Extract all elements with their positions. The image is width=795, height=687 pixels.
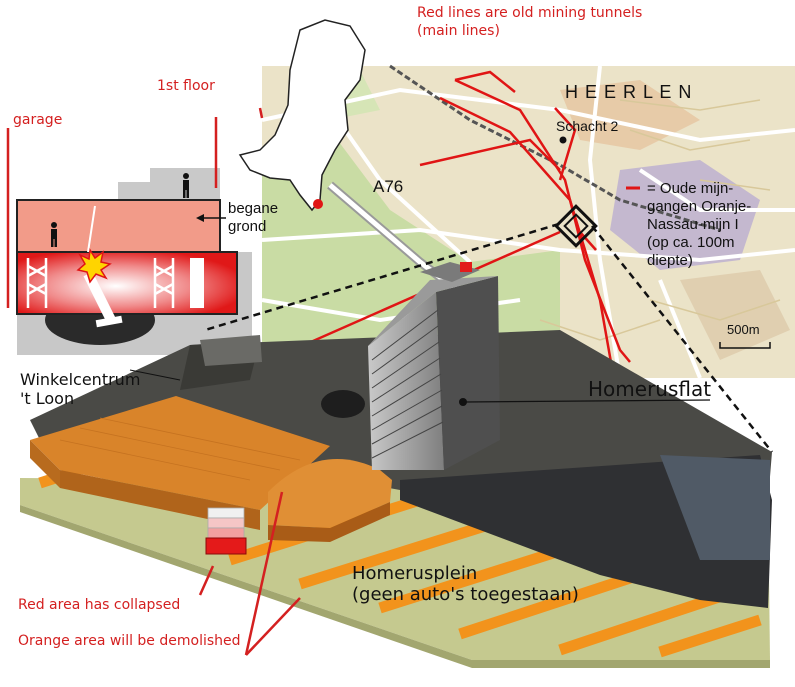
annotation-tunnels: Red lines are old mining tunnels [417,5,643,21]
ground-arrow-head [196,214,204,222]
tower-top [368,276,498,346]
map-legend-line: diepte) [647,252,693,269]
map-shaft-label: Schacht 2 [556,118,619,134]
zoom-line-right [591,225,773,453]
annotation-demolished: Orange area will be demolished [18,633,241,649]
shaft-marker [559,136,567,144]
collapsed-level [207,517,245,529]
annotation-tunnels-sub: (main lines) [417,23,500,39]
square-label-line: (geen auto's toegestaan) [352,584,579,605]
mall-roof-block [200,335,262,366]
tower-left-face [368,292,444,470]
mall-label-line: Winkelcentrum [20,370,141,389]
annotation-garage: garage [13,112,63,128]
explosion-icon [76,247,112,284]
map-streets [539,99,781,341]
person-icon [183,173,189,198]
person-icon [51,222,57,247]
netherlands-inset [238,19,366,212]
map-city-label: H E E R L E N [565,82,693,102]
heerlen-dot [313,199,323,209]
netherlands-outline [238,19,366,212]
cross-section [16,168,773,453]
section-ground-floor [16,199,221,253]
collapsed-level [207,527,245,539]
square-label-line: Homerusplein [352,563,478,584]
map-scale-label: 500m [727,322,760,337]
demolish-texture [59,417,301,481]
demolish-wall [30,440,60,488]
flat-leader-dot [459,398,467,406]
mall-blue-section [660,455,770,560]
collapsed-red-box [205,537,247,555]
annotation-lines [6,107,301,656]
map-urban-purple [610,160,760,270]
demolish-round-wing [268,459,392,528]
collapsed-area [205,507,247,555]
demolish-round-wall [268,502,390,542]
section-pillar [190,258,204,308]
section-ground-line: grond [228,218,267,235]
map-road-label: A76 [373,177,404,196]
flat-label: Homerusflat [588,377,712,401]
homerusflat-tower [368,262,500,470]
demolition-area [30,396,392,542]
location-diamond [554,204,598,248]
collapsed-pillar-foot [95,315,123,328]
site-3d [20,262,772,668]
map-legend-line: gangen Oranje- [647,198,752,215]
railway [389,64,721,232]
annotation-first-floor: 1st floor [157,78,215,94]
section-ground-line: begane [228,200,279,217]
square-label: Homerusplein (geen auto's toegestaan) [352,563,579,605]
section-ground-label: begane grond [228,200,278,236]
scale-bar [719,342,771,349]
section-crack [87,205,96,253]
flat-leader [464,399,711,403]
homerusplein-edge [472,660,770,668]
tower-windows [371,309,444,459]
mall-label: Winkelcentrum 't Loon [20,370,140,408]
collapsed-level [207,507,245,519]
tower-red-sign [460,262,472,272]
demolish-roof [30,396,330,510]
homerusplein-edge [20,505,472,668]
map-legend-line: Nassau-mijn I [647,216,739,233]
map-legend-line: = Oude mijn- [647,180,734,197]
tower-right-face [436,276,500,470]
map-legend: = Oude mijn- gangen Oranje- Nassau-mijn … [647,180,751,270]
annotation-collapsed: Red area has collapsed [18,597,181,613]
mall-leader [129,369,181,381]
section-scaffold [26,258,175,308]
map-legend-line: (op ca. 100m [647,234,735,251]
mall-label-line: 't Loon [20,389,75,408]
zoom-line-left [204,222,560,332]
roof-dome [321,390,365,418]
collapsed-pillar [83,271,117,325]
